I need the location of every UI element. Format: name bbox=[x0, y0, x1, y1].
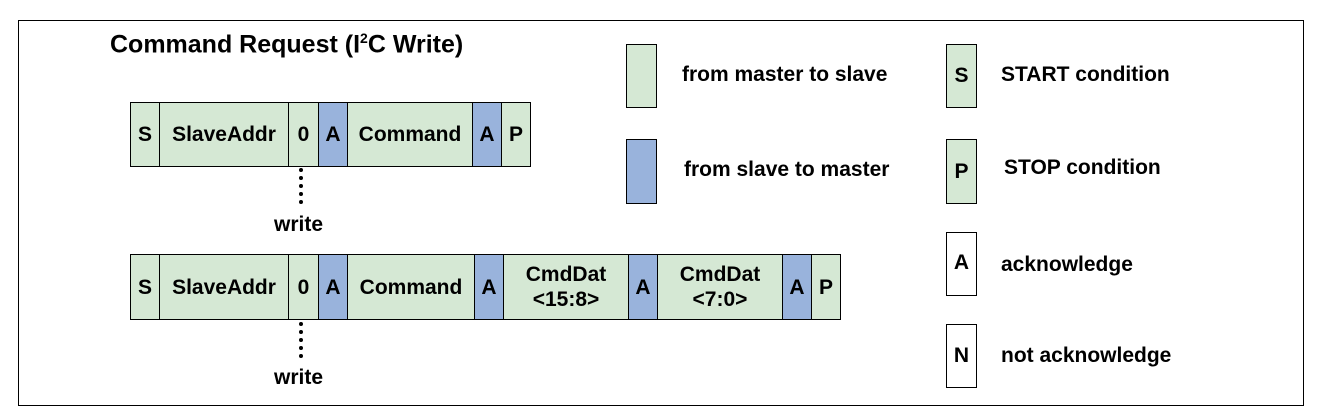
seq2-command-cell: Command bbox=[348, 255, 475, 319]
diagram-title: Command Request (I2C Write) bbox=[110, 30, 463, 59]
seq1-write-connector bbox=[299, 168, 303, 204]
legend-nack-swatch: N bbox=[946, 324, 977, 388]
legend-nack-label: not acknowledge bbox=[1001, 344, 1172, 367]
seq2-write-connector bbox=[299, 322, 303, 358]
legend-ack-label: acknowledge bbox=[1001, 253, 1133, 276]
seq1-ack-cell: A bbox=[319, 103, 348, 166]
legend-stop-label: STOP condition bbox=[1004, 156, 1161, 179]
title-main: Command Request (I bbox=[110, 30, 361, 59]
seq2-ack-cell-2: A bbox=[475, 255, 504, 319]
legend-slave-to-master-swatch bbox=[626, 139, 657, 204]
seq2-cmddat-high-cell: CmdDat <15:8> bbox=[504, 255, 629, 319]
sequence-1: S SlaveAddr 0 A Command A P bbox=[130, 102, 531, 167]
title-superscript: 2 bbox=[360, 30, 368, 46]
seq2-cmddat-high-name: CmdDat bbox=[525, 263, 607, 286]
legend-start-label: START condition bbox=[1001, 63, 1170, 86]
seq2-ack-cell: A bbox=[319, 255, 348, 319]
seq2-ack-cell-4: A bbox=[783, 255, 812, 319]
seq1-slave-addr-cell: SlaveAddr bbox=[160, 103, 289, 166]
seq1-start-cell: S bbox=[131, 103, 160, 166]
seq2-start-cell: S bbox=[131, 255, 160, 319]
seq2-cmddat-high-range: <15:8> bbox=[532, 288, 600, 311]
seq1-ack-cell-2: A bbox=[473, 103, 502, 166]
sequence-2: S SlaveAddr 0 A Command A CmdDat <15:8> … bbox=[130, 254, 841, 320]
legend-stop-swatch: P bbox=[946, 139, 977, 204]
legend-master-to-slave-label: from master to slave bbox=[682, 63, 888, 86]
seq2-slave-addr-cell: SlaveAddr bbox=[160, 255, 289, 319]
seq2-ack-cell-3: A bbox=[629, 255, 658, 319]
seq1-write-label: write bbox=[274, 213, 324, 236]
seq1-rw-bit-cell: 0 bbox=[289, 103, 319, 166]
seq1-command-cell: Command bbox=[348, 103, 473, 166]
legend-slave-to-master-label: from slave to master bbox=[684, 158, 890, 181]
seq2-write-label: write bbox=[274, 366, 324, 389]
legend-master-to-slave-swatch bbox=[626, 44, 657, 108]
legend-ack-swatch: A bbox=[946, 232, 977, 296]
seq2-rw-bit-cell: 0 bbox=[289, 255, 319, 319]
title-tail: C Write) bbox=[367, 30, 464, 59]
seq2-cmddat-low-name: CmdDat bbox=[679, 263, 761, 286]
seq2-stop-cell: P bbox=[812, 255, 840, 319]
legend-start-swatch: S bbox=[946, 44, 977, 108]
seq2-cmddat-low-range: <7:0> bbox=[692, 288, 748, 311]
seq2-cmddat-low-cell: CmdDat <7:0> bbox=[658, 255, 783, 319]
seq1-stop-cell: P bbox=[502, 103, 530, 166]
diagram-frame bbox=[18, 20, 1304, 406]
